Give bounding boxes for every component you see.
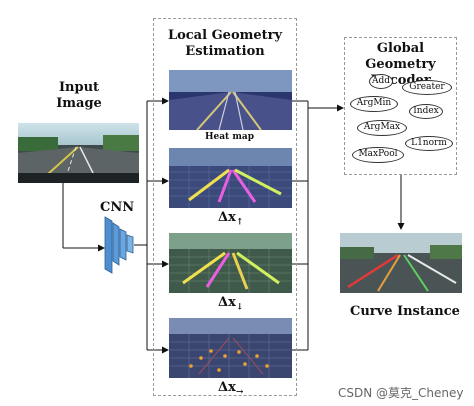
op-maxpool: MaxPool	[352, 147, 404, 163]
watermark: CSDN @莫克_Cheney	[338, 386, 464, 400]
input-image-label: Input Image	[56, 80, 102, 111]
global-decoder-panel	[344, 37, 457, 175]
curve-instance-image	[340, 233, 462, 293]
delta-x-right-label: Δx→	[218, 380, 244, 398]
op-index: Index	[409, 104, 443, 119]
delta-x-right-image	[169, 318, 292, 378]
local-geometry-panel	[153, 18, 297, 396]
heatmap-label: Heat map	[205, 132, 254, 142]
cnn-label: CNN	[100, 200, 135, 215]
delta-x-up-image	[169, 148, 292, 208]
curve-instance-label: Curve Instance	[350, 304, 460, 319]
op-argmax: ArgMax	[357, 120, 407, 136]
op-argmin: ArgMin	[350, 96, 398, 112]
delta-x-down-label: Δx↓	[218, 295, 244, 313]
heatmap-image	[169, 70, 292, 130]
delta-x-down-image	[169, 233, 292, 293]
delta-x-up-label: Δx↑	[218, 210, 244, 228]
cnn-block	[104, 216, 134, 274]
op-greater: Greater	[402, 80, 452, 95]
op-add: Add	[369, 74, 393, 89]
input-road-image	[18, 123, 139, 183]
local-geometry-title: Local Geometry Estimation	[167, 28, 283, 59]
op-l1norm: L1norm	[405, 136, 453, 151]
